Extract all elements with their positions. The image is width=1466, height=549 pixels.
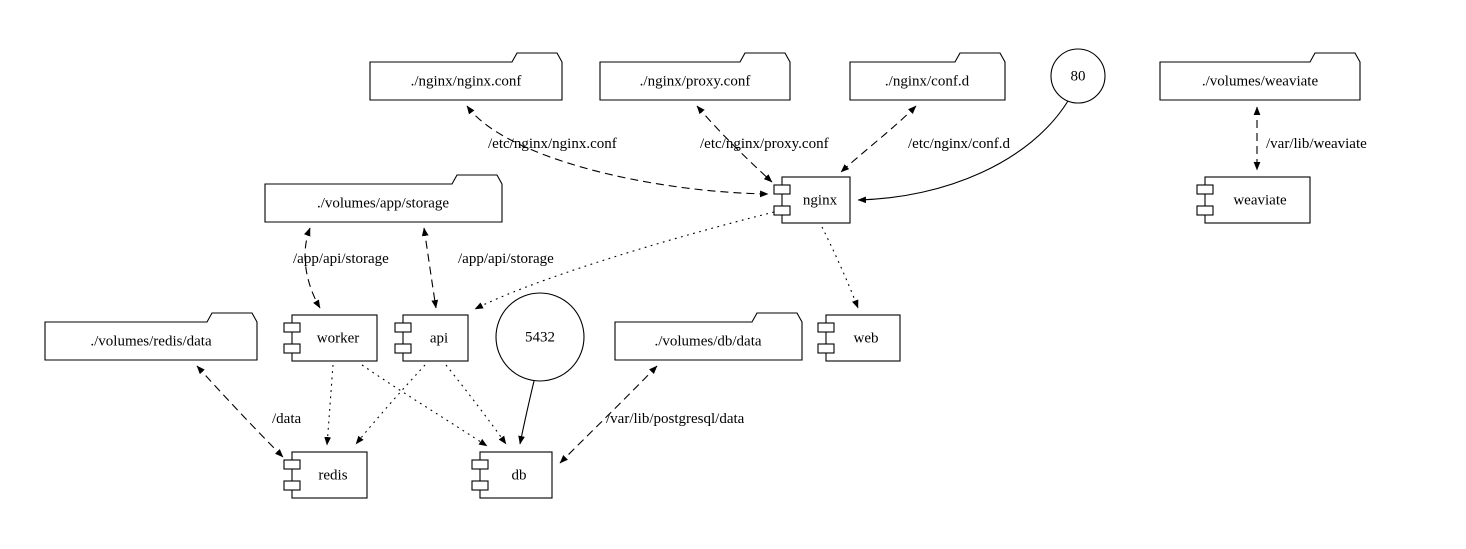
edge-label-proxy-conf-mount: /etc/nginx/proxy.conf — [700, 136, 829, 152]
node-label-redis-data-volume: ./volumes/redis/data — [90, 333, 212, 349]
edge-worker-redis — [324, 364, 334, 446]
component-body — [291, 314, 378, 362]
component-tab-icon — [471, 480, 489, 491]
edge-api-db — [445, 364, 507, 445]
node-label-api-service: api — [430, 330, 448, 346]
edge-label-weaviate-mount: /var/lib/weaviate — [1266, 136, 1367, 152]
component-body — [781, 176, 851, 224]
component-tab-icon — [817, 322, 835, 333]
node-redis-data-volume: ./volumes/redis/data — [44, 312, 258, 361]
port-circle-icon — [495, 292, 585, 382]
node-redis-service: redis — [283, 451, 368, 499]
component-body — [1204, 176, 1311, 224]
edge-confd-nginx — [840, 105, 917, 173]
node-db-data-volume: ./volumes/db/data — [614, 312, 803, 361]
node-weaviate-service: weaviate — [1196, 176, 1311, 224]
folder-icon — [369, 52, 563, 101]
component-tab-icon — [394, 322, 412, 333]
edge-storage-worker — [304, 227, 321, 309]
node-label-web-service: web — [854, 330, 879, 346]
component-tab-icon — [1196, 205, 1214, 216]
edge-label-api-storage-mount: /app/api/storage — [458, 251, 554, 267]
edge-port5432-db — [518, 380, 535, 445]
component-body — [402, 314, 469, 362]
component-tab-icon — [283, 322, 301, 333]
node-nginx-service: nginx — [773, 176, 851, 224]
edge-nginxconf-nginx — [466, 105, 769, 198]
folder-icon — [599, 52, 791, 101]
component-tab-icon — [773, 184, 791, 195]
folder-icon — [44, 312, 258, 361]
node-port-5432: 5432 — [495, 292, 585, 382]
node-label-weaviate-service: weaviate — [1233, 192, 1287, 208]
node-db-service: db — [471, 451, 553, 499]
component-tab-icon — [394, 343, 412, 354]
edge-labels-layer: /etc/nginx/nginx.conf /etc/nginx/proxy.c… — [272, 136, 1367, 427]
node-label-db-service: db — [512, 467, 527, 483]
node-api-service: api — [394, 314, 469, 362]
edge-dbdata-db — [559, 365, 658, 464]
node-confd-volume: ./nginx/conf.d — [849, 52, 1006, 101]
node-nginx-conf-volume: ./nginx/nginx.conf — [369, 52, 563, 101]
edge-label-db-mount: /var/lib/postgresql/data — [606, 411, 745, 427]
node-label-nginx-service: nginx — [803, 192, 838, 208]
node-label-port-5432: 5432 — [525, 329, 555, 345]
edge-label-nginx-conf-mount: /etc/nginx/nginx.conf — [488, 136, 617, 152]
edge-api-redis — [355, 364, 426, 445]
node-proxy-conf-volume: ./nginx/proxy.conf — [599, 52, 791, 101]
node-worker-service: worker — [283, 314, 378, 362]
node-web-service: web — [817, 314, 901, 362]
component-tab-icon — [283, 459, 301, 470]
edges-layer — [196, 100, 1261, 464]
component-tab-icon — [773, 205, 791, 216]
folder-icon — [1159, 52, 1361, 101]
node-label-port-80: 80 — [1071, 68, 1086, 84]
folder-icon — [264, 174, 503, 223]
edge-label-confd-mount: /etc/nginx/conf.d — [908, 136, 1011, 152]
component-tab-icon — [471, 459, 489, 470]
node-app-storage-volume: ./volumes/app/storage — [264, 174, 503, 223]
edge-worker-db — [361, 364, 488, 447]
node-label-db-data-volume: ./volumes/db/data — [654, 333, 761, 349]
component-tab-icon — [283, 343, 301, 354]
component-tab-icon — [817, 343, 835, 354]
component-body — [291, 451, 368, 499]
node-label-confd-volume: ./nginx/conf.d — [885, 73, 970, 89]
folder-icon — [849, 52, 1006, 101]
node-label-proxy-conf-volume: ./nginx/proxy.conf — [640, 73, 751, 89]
port-circle-icon — [1050, 48, 1106, 104]
edge-nginx-web — [821, 226, 859, 309]
node-weaviate-volume: ./volumes/weaviate — [1159, 52, 1361, 101]
folder-icon — [614, 312, 803, 361]
edge-redisdata-redis — [196, 365, 284, 458]
edge-storage-api — [421, 227, 439, 309]
node-port-80: 80 — [1050, 48, 1106, 104]
edge-proxyconf-nginx — [696, 105, 773, 183]
component-tab-icon — [283, 480, 301, 491]
node-label-redis-service: redis — [318, 467, 347, 483]
component-body — [479, 451, 553, 499]
edge-port80-nginx — [857, 100, 1069, 204]
edge-label-worker-storage-mount: /app/api/storage — [293, 251, 389, 267]
edge-label-redis-mount: /data — [272, 411, 301, 427]
node-label-nginx-conf-volume: ./nginx/nginx.conf — [411, 73, 522, 89]
node-label-worker-service: worker — [317, 330, 359, 346]
node-label-weaviate-volume: ./volumes/weaviate — [1202, 73, 1319, 89]
node-label-app-storage-volume: ./volumes/app/storage — [317, 195, 449, 211]
component-tab-icon — [1196, 184, 1214, 195]
component-body — [825, 314, 901, 362]
